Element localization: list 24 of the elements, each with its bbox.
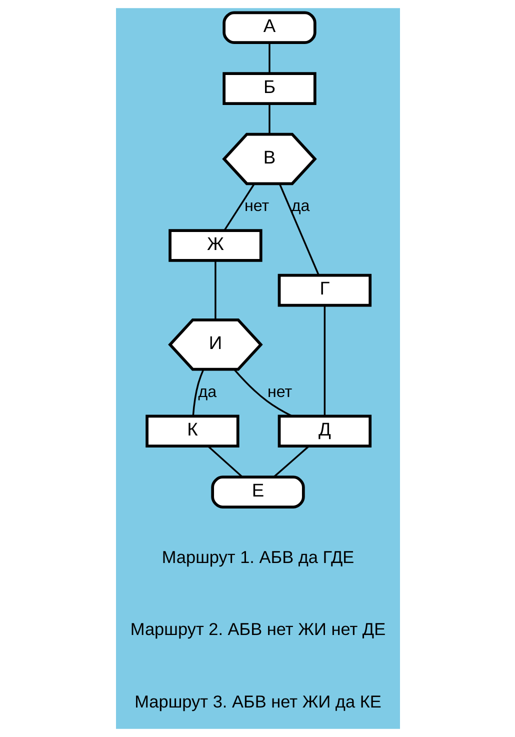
connector [273,446,309,478]
node-box: Ж [168,229,262,262]
edge-label: да [198,382,216,401]
node-box: Г [277,274,372,307]
connector [278,183,319,276]
connector [206,446,242,478]
connector [214,260,216,320]
node-box: Д [277,414,372,448]
node-box: Б [222,72,316,105]
connector [232,368,292,417]
connector [268,104,270,134]
node-box: А [222,11,316,44]
connector [268,42,270,74]
edge-label: да [290,197,310,216]
label: Маршрут 1. АБВ да ГДЕ [161,546,354,567]
edge-label: нет [244,197,269,216]
connector [323,306,326,416]
label: Маршрут 2. АБВ нет ЖИ нет ДЕ [130,619,386,640]
edge-label: нет [267,382,292,401]
connector [192,368,204,416]
node-box: К [145,414,239,448]
label: Маршрут 3. АБВ нет ЖИ да КЕ [134,692,381,712]
node-box: Е [210,476,304,508]
connector [223,183,255,231]
